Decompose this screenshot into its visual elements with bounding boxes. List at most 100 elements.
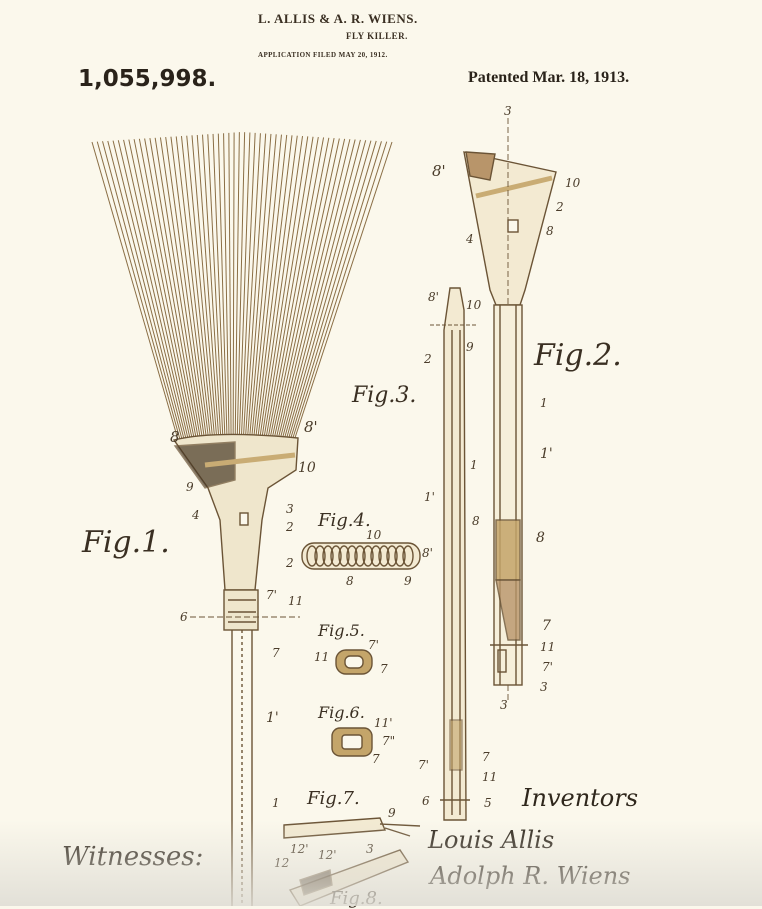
ref-label: 7' [266,588,277,602]
fig3-drawing [430,287,478,821]
bristle [240,132,256,451]
ref-label: 2 [286,520,294,534]
ref-label: 10 [565,176,581,190]
ref-label: 11' [374,716,393,730]
bristle [180,135,215,451]
bristle [242,133,261,451]
bristle [207,134,224,451]
bristle [91,141,182,451]
coil-loop [354,545,366,567]
bristle [223,133,230,451]
ref-label: 7 [380,662,388,676]
ref-label: 9 [388,806,396,820]
bristle [123,139,194,451]
bristle [251,134,288,451]
patented-date: Patented Mar. 18, 1913. [468,69,630,86]
bristle [259,136,309,451]
bristle [249,134,282,451]
bristle [284,140,377,451]
bristle [288,141,388,451]
ref-label: 8' [304,418,318,436]
ref-label: 2 [424,352,432,366]
inventor2-signature: Adolph R. Wiens [430,862,631,890]
ref-label: 8 [346,574,354,588]
fig4-coil [301,542,421,570]
bristle [154,137,205,451]
ref-label: 10 [298,460,316,476]
inventor1-signature: Louis Allis [428,826,555,854]
ref-label: 7 [272,646,280,660]
ref-label: 3 [286,502,294,516]
fig3-label: Fig.3. [352,383,417,408]
bristle [232,132,235,451]
bristle [175,136,213,451]
ref-label: 7' [368,638,379,652]
ref-label: 12' [318,848,337,862]
bristle [107,140,188,451]
coil-loop [394,545,406,567]
fig7-label: Fig.7. [307,788,360,809]
bristle [255,135,298,451]
coil-loop [378,545,390,567]
ref-label: 9 [466,340,474,354]
witnesses-label: Witnesses: [62,842,204,872]
bristle [236,132,246,451]
bristle [261,136,314,451]
ref-label: 8 [536,530,545,546]
ref-label: 2 [286,556,294,570]
coil-loop [338,545,350,567]
ref-label: 7' [418,758,429,772]
ref-label: 10 [466,298,482,312]
bristle [282,140,372,451]
ref-label: 1' [424,490,435,504]
bristle [202,134,223,451]
ref-label: 12' [290,842,309,856]
bristle [265,137,325,451]
bristle [196,134,221,451]
bristle [244,133,267,451]
ref-label: 8' [428,290,439,304]
fig5-ring [335,649,373,675]
bristle [278,139,361,451]
ref-label: 7 [372,752,380,766]
fig7-drawing [283,817,421,839]
ref-label: 4 [192,508,200,522]
ref-label: 2 [556,200,564,214]
ref-label: 1 [272,796,280,810]
patent-number: 1,055,998. [78,66,217,92]
ref-label: 8' [432,162,446,180]
bristle [144,138,201,451]
ref-label: 1 [470,458,478,472]
bristle [159,137,207,451]
bristle [228,132,232,451]
ref-label: 3 [504,104,512,118]
coil-loop [314,545,326,567]
bristle [170,136,211,451]
ref-label: 6 [422,794,430,808]
ref-label: 12 [274,856,290,870]
coil-loop [346,545,358,567]
ref-label: 8 [546,224,554,238]
ref-label: 1' [540,446,553,462]
bristle [186,135,217,451]
bristle [290,141,393,451]
coil-loop [362,545,374,567]
coil-loop [386,545,398,567]
bristle [269,138,335,451]
ref-label: 9 [404,574,412,588]
fig2-label: Fig.2. [534,338,622,373]
ref-label: 11 [288,594,304,608]
ref-label: 4 [466,232,474,246]
ref-label: 3 [366,842,374,856]
ref-label: 7 [542,618,551,634]
bristle [165,137,209,451]
ref-label: 8 [472,514,480,528]
fig1-fan-bristles [91,132,393,451]
ref-label: 11 [482,770,498,784]
coil-loop [402,545,414,567]
inventors-heading: L. ALLIS & A. R. WIENS. [258,11,418,26]
bristle [253,135,293,451]
ref-label: 3 [540,680,548,694]
